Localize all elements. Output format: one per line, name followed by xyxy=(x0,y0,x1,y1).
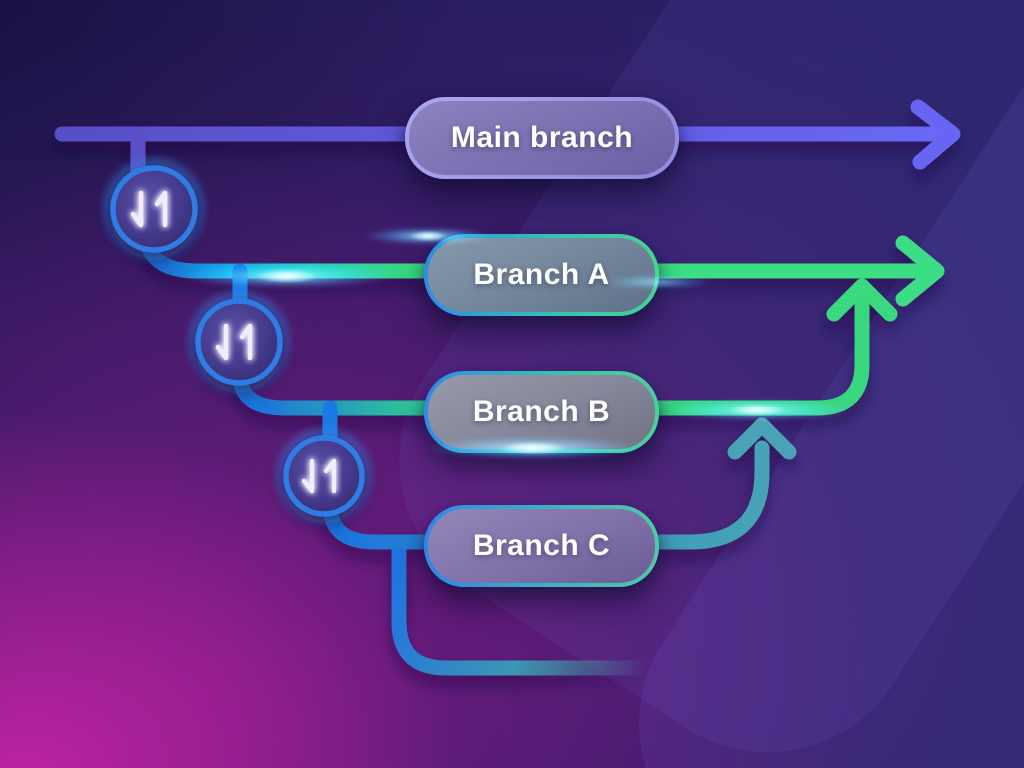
branch-a-label: Branch A xyxy=(473,258,610,291)
swap-vertical-arrows-icon xyxy=(301,458,337,494)
node-circle xyxy=(110,165,198,253)
main-branch-label: Main branch xyxy=(450,121,634,154)
branch-c-merge-arrow-up-icon xyxy=(727,417,797,460)
branch-b-label: Branch B xyxy=(472,395,611,428)
node-glow xyxy=(188,291,290,393)
merge-nodes xyxy=(103,158,372,524)
merge-node-1 xyxy=(103,158,205,260)
node-glow xyxy=(276,428,372,524)
merge-node-3 xyxy=(276,428,372,524)
branch-c-line xyxy=(322,440,770,550)
swap-vertical-arrows-icon xyxy=(130,190,168,228)
main-branch-arrow-right-icon xyxy=(910,99,961,170)
branch-a-arrow-right-icon xyxy=(895,235,945,307)
merge-node-2 xyxy=(188,291,290,393)
main-branch-pill: Main branch xyxy=(405,97,679,179)
branch-a-pill: Branch A xyxy=(424,234,659,316)
branch-b-pill: Branch B xyxy=(424,371,659,453)
branch-c-pill: Branch C xyxy=(424,505,659,587)
branch-b-merge-arrow-up-icon xyxy=(826,278,898,322)
branch-c-label: Branch C xyxy=(472,529,611,562)
branch-c-continuation-line xyxy=(391,534,646,676)
node-circle xyxy=(283,435,365,517)
node-circle xyxy=(195,298,283,386)
swap-vertical-arrows-icon xyxy=(215,323,253,361)
node-glow xyxy=(103,158,205,260)
